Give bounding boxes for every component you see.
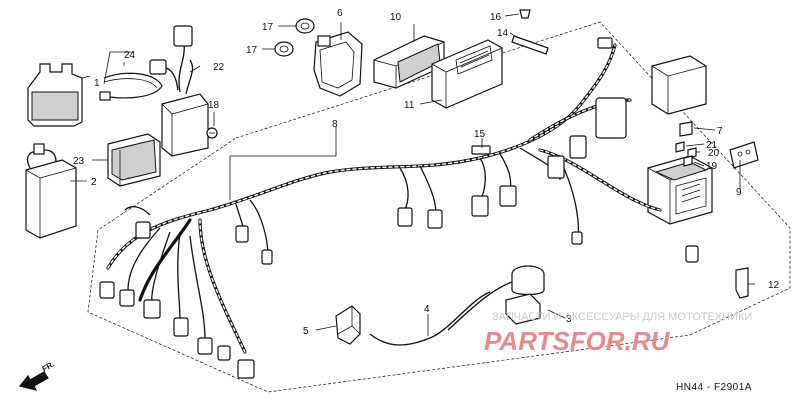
part-24-bracket bbox=[27, 63, 91, 127]
label-19: 19 bbox=[706, 161, 718, 172]
part-1-band bbox=[99, 72, 163, 101]
part-9-fuse-box bbox=[647, 55, 713, 225]
label-17-a: 17 bbox=[262, 22, 274, 33]
part-17-grommet-b bbox=[274, 41, 294, 57]
part-4-cable bbox=[369, 291, 491, 346]
front-direction-indicator: FR. bbox=[18, 359, 57, 391]
label-22: 22 bbox=[213, 62, 225, 73]
label-4: 4 bbox=[424, 304, 430, 315]
part-12-clip bbox=[735, 267, 749, 299]
part-2-unit bbox=[25, 143, 77, 239]
label-3: 3 bbox=[566, 314, 572, 325]
part-3-sensor bbox=[447, 265, 545, 331]
label-6: 6 bbox=[337, 8, 343, 19]
part-19-fuse bbox=[683, 155, 693, 167]
label-10: 10 bbox=[390, 12, 402, 23]
label-21: 21 bbox=[706, 140, 718, 151]
part-22-relay bbox=[149, 25, 209, 157]
watermark-tagline: ЗАПЧАСТИ И АКСЕССУАРЫ ДЛЯ МОТОТЕХНИКИ bbox=[492, 311, 752, 323]
part-labels: 1 2 3 4 5 6 7 8 9 10 11 12 14 15 16 17 1… bbox=[73, 8, 780, 337]
part-11-ecu bbox=[431, 39, 503, 109]
label-24: 24 bbox=[124, 50, 136, 61]
part-8-main-harness bbox=[106, 43, 662, 354]
part-18-bolt bbox=[206, 127, 218, 139]
part-14-stay bbox=[511, 35, 549, 55]
label-9: 9 bbox=[736, 187, 742, 198]
part-fuse-plate bbox=[729, 141, 759, 169]
front-label: FR. bbox=[41, 359, 57, 373]
part-23-connector-box bbox=[107, 133, 161, 187]
part-17-grommet-a bbox=[295, 18, 315, 34]
watermark-brand: PARTSFOR.RU bbox=[484, 326, 671, 356]
figure-code: HN44 - F2901A bbox=[676, 382, 752, 393]
label-5: 5 bbox=[303, 326, 309, 337]
label-20: 20 bbox=[708, 148, 720, 159]
leader-lines bbox=[70, 13, 755, 336]
harness-connectors bbox=[99, 37, 699, 379]
part-20-fuse bbox=[687, 147, 697, 159]
watermark: ЗАПЧАСТИ И АКСЕССУАРЫ ДЛЯ МОТОТЕХНИКИ PA… bbox=[484, 311, 752, 356]
label-18: 18 bbox=[208, 100, 220, 111]
part-5-cap bbox=[335, 305, 361, 345]
front-arrow-icon bbox=[18, 371, 49, 391]
label-7: 7 bbox=[717, 126, 723, 137]
part-16-bolt bbox=[519, 9, 531, 19]
label-8: 8 bbox=[332, 119, 338, 130]
label-2: 2 bbox=[91, 177, 97, 188]
part-10-holder bbox=[373, 35, 445, 89]
label-12: 12 bbox=[768, 280, 780, 291]
part-6-cover bbox=[313, 31, 363, 97]
label-1: 1 bbox=[94, 78, 100, 89]
part-21-fuse bbox=[675, 141, 685, 153]
label-16: 16 bbox=[490, 12, 502, 23]
label-17-b: 17 bbox=[246, 45, 258, 56]
label-23: 23 bbox=[73, 156, 85, 167]
label-14: 14 bbox=[497, 28, 509, 39]
label-11: 11 bbox=[404, 100, 415, 111]
part-7-fuse bbox=[679, 121, 693, 137]
label-15: 15 bbox=[474, 129, 486, 140]
